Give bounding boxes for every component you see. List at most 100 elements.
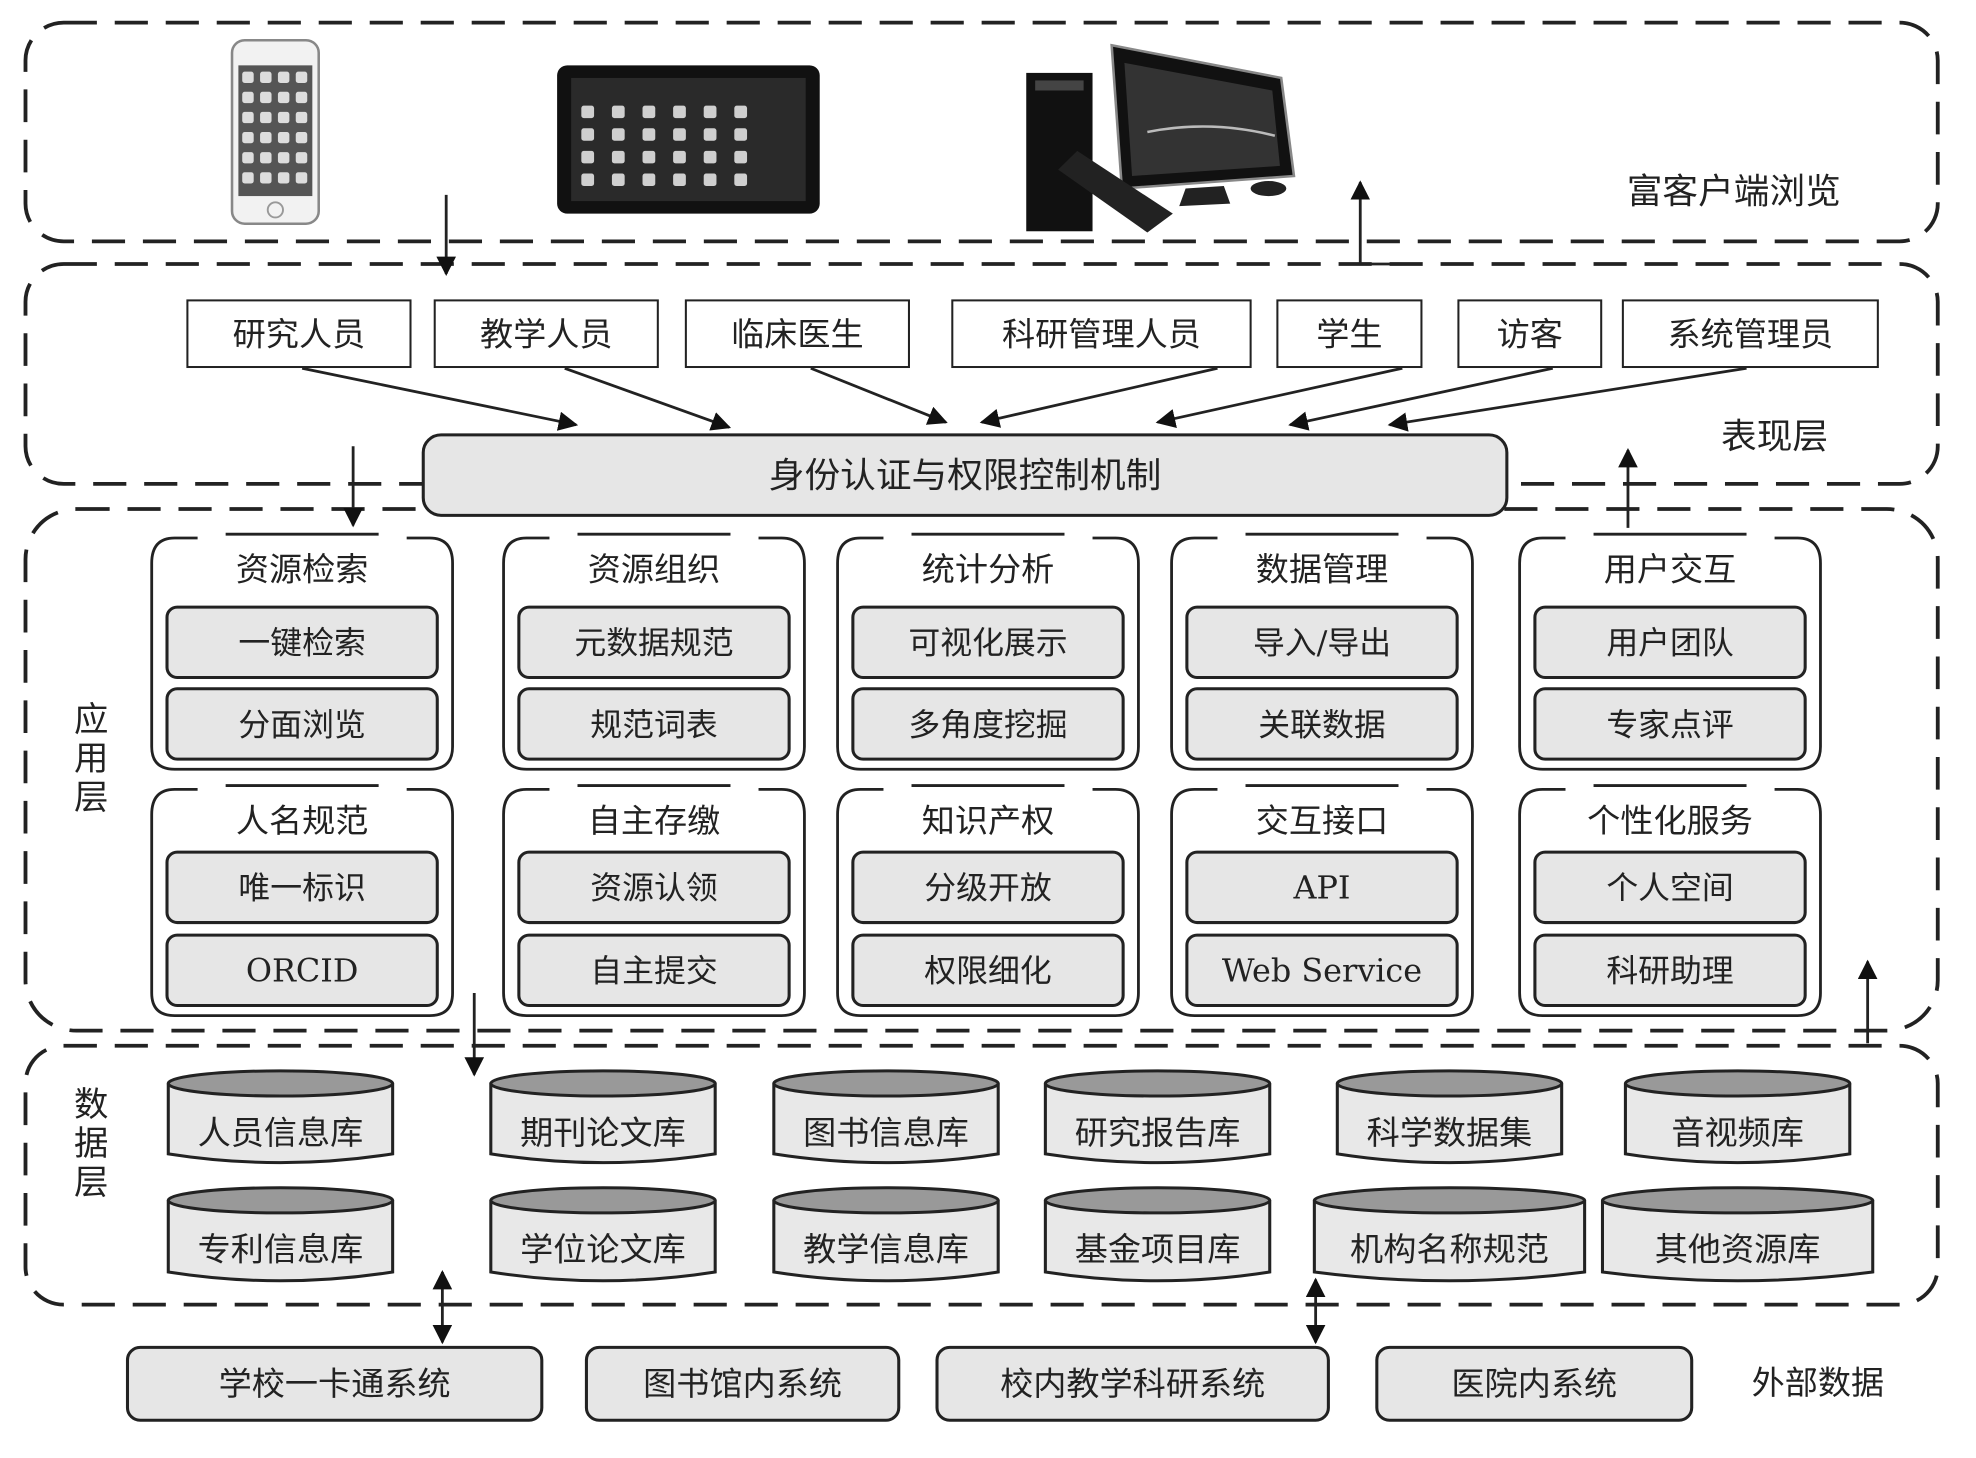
module-item-label: 元数据规范 <box>574 626 733 662</box>
module-item-label: API <box>1292 871 1350 907</box>
database-cylinder: 基金项目库 <box>1043 1186 1272 1283</box>
data-layer-frame <box>23 1043 1940 1307</box>
role-arrow <box>301 366 579 431</box>
external-system-box: 校内教学科研系统 <box>935 1345 1330 1422</box>
auth-control-box: 身份认证与权限控制机制 <box>421 433 1509 517</box>
database-label: 音视频库 <box>1671 1113 1804 1152</box>
module-item-label: ORCID <box>246 954 359 990</box>
module-item-label: 多角度挖掘 <box>908 707 1067 743</box>
module-title: 用户交互 <box>1604 550 1737 589</box>
module-item-box <box>1185 605 1459 679</box>
tablet-icon <box>557 65 820 214</box>
database-label: 其他资源库 <box>1655 1230 1821 1269</box>
module-item-box <box>1185 933 1459 1008</box>
application-layer-label: 应用层 <box>67 701 108 819</box>
module-item-label: 权限细化 <box>924 954 1051 990</box>
role-label: 系统管理员 <box>1667 315 1833 354</box>
module-group: 交互接口 API Web Service <box>1170 784 1474 1017</box>
module-item-box <box>517 605 791 679</box>
module-item-label: 专家点评 <box>1606 707 1733 743</box>
module-title: 数据管理 <box>1256 550 1389 589</box>
role-arrow <box>1155 366 1403 428</box>
data-layer-label: 数据层 <box>67 1085 108 1203</box>
module-item-box <box>517 850 791 925</box>
module-title: 统计分析 <box>922 550 1055 589</box>
client-layer-label: 富客户端浏览 <box>1627 172 1841 213</box>
role-arrow <box>1387 366 1747 432</box>
external-system-label: 医院内系统 <box>1451 1364 1617 1403</box>
role-label: 学生 <box>1316 315 1382 354</box>
module-item-box <box>165 850 439 925</box>
module-item-label: 导入/导出 <box>1253 626 1391 662</box>
smartphone-icon <box>230 38 320 225</box>
database-cylinder: 期刊论文库 <box>489 1069 717 1165</box>
module-item-box <box>517 687 791 761</box>
role-arrow <box>810 366 948 425</box>
module-item-label: 资源认领 <box>590 871 717 907</box>
flow-arrows <box>301 180 1878 1345</box>
database-cylinder: 科学数据集 <box>1335 1069 1564 1165</box>
module-item-label: 可视化展示 <box>908 626 1067 662</box>
role-box: 科研管理人员 <box>951 299 1252 369</box>
module-title: 人名规范 <box>236 801 369 840</box>
module-item-box <box>1533 605 1807 679</box>
module-title: 知识产权 <box>922 801 1055 840</box>
module-item-label: 一键检索 <box>238 626 365 662</box>
module-item-box <box>1533 933 1807 1008</box>
database-label: 专利信息库 <box>198 1230 364 1269</box>
database-label: 人员信息库 <box>198 1113 364 1152</box>
role-label: 访客 <box>1497 315 1563 354</box>
module-title: 资源检索 <box>236 550 369 589</box>
presentation-layer-label: 表现层 <box>1721 417 1828 458</box>
role-label: 研究人员 <box>233 315 366 354</box>
module-item-label: 唯一标识 <box>238 871 365 907</box>
module-title: 资源组织 <box>588 550 721 589</box>
database-label: 期刊论文库 <box>520 1113 686 1152</box>
database-label: 研究报告库 <box>1075 1113 1241 1152</box>
module-item-label: 用户团队 <box>1606 626 1733 662</box>
database-cylinder: 专利信息库 <box>166 1186 395 1283</box>
role-label: 临床医生 <box>731 315 864 354</box>
database-label: 科学数据集 <box>1367 1113 1533 1152</box>
module-item-box <box>1533 687 1807 761</box>
desktop-computer-icon <box>1026 43 1296 233</box>
module-item-label: 关联数据 <box>1258 707 1385 743</box>
external-data-label: 外部数据 <box>1752 1363 1885 1402</box>
role-box: 系统管理员 <box>1621 299 1879 369</box>
database-label: 教学信息库 <box>803 1230 969 1269</box>
module-title: 个性化服务 <box>1587 801 1753 840</box>
module-item-box <box>165 605 439 679</box>
role-box: 临床医生 <box>684 299 910 369</box>
database-label: 图书信息库 <box>803 1113 969 1152</box>
database-cylinder: 图书信息库 <box>772 1069 1000 1165</box>
external-system-label: 校内教学科研系统 <box>1000 1364 1265 1403</box>
module-item-box <box>165 687 439 761</box>
external-system-label: 图书馆内系统 <box>643 1364 842 1403</box>
module-item-label: 分面浏览 <box>238 707 365 743</box>
module-item-label: 自主提交 <box>590 954 717 990</box>
module-item-box <box>851 605 1125 679</box>
role-box: 教学人员 <box>433 299 659 369</box>
external-system-box: 学校一卡通系统 <box>125 1345 544 1422</box>
database-cylinder: 音视频库 <box>1623 1069 1852 1165</box>
module-item-label: 规范词表 <box>590 707 717 743</box>
module-item-box <box>1533 850 1807 925</box>
database-cylinder: 学位论文库 <box>489 1186 717 1283</box>
module-title: 交互接口 <box>1256 801 1389 840</box>
database-cylinder: 教学信息库 <box>772 1186 1000 1283</box>
module-item-label: Web Service <box>1222 954 1422 990</box>
module-item-label: 科研助理 <box>1606 954 1733 990</box>
role-label: 科研管理人员 <box>1002 315 1201 354</box>
module-item-box <box>1185 850 1459 925</box>
application-layer-frame <box>23 507 1940 1033</box>
role-arrow <box>1288 366 1554 431</box>
role-arrow <box>564 366 732 431</box>
